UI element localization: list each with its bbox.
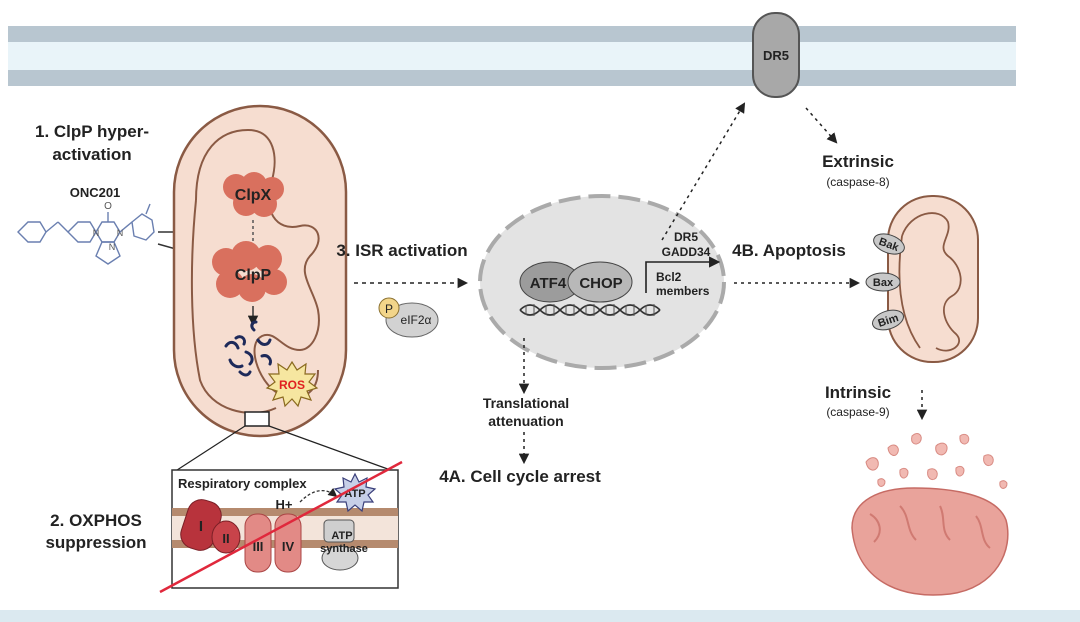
ros-label: ROS bbox=[279, 378, 305, 392]
intrinsic-title: Intrinsic bbox=[825, 383, 891, 402]
degraded-protein-fragments bbox=[224, 320, 272, 377]
ros-burst: ROS bbox=[265, 360, 319, 408]
drug-name: ONC201 bbox=[70, 185, 121, 200]
complex-iii bbox=[244, 513, 272, 573]
drug-atom-n3: N bbox=[109, 242, 116, 252]
chop-protein bbox=[567, 261, 633, 303]
step4a-title: 4A. Cell cycle arrest bbox=[439, 467, 601, 486]
bax-label: Bax bbox=[873, 277, 894, 289]
eif2a-protein: P eIF2α bbox=[378, 297, 439, 338]
clpp-label: ClpP bbox=[235, 267, 272, 284]
complex-ii bbox=[211, 520, 241, 554]
atf4-label: ATF4 bbox=[530, 275, 567, 292]
fragmented-mitochondrion bbox=[851, 433, 1009, 596]
zoom-indicator bbox=[244, 411, 270, 427]
clpx-label: ClpX bbox=[235, 187, 272, 204]
intrinsic-sub: (caspase-9) bbox=[826, 405, 889, 419]
extrinsic-title: Extrinsic bbox=[822, 152, 894, 171]
dr5-label: DR5 bbox=[763, 48, 789, 63]
clpx-complex: ClpX bbox=[223, 172, 284, 217]
respiratory-complex-title: Respiratory complex bbox=[178, 476, 307, 491]
cell-membrane bbox=[8, 26, 1016, 86]
chop-label: CHOP bbox=[579, 275, 622, 292]
bcl2-protein-bak: Bak bbox=[873, 233, 905, 255]
proton-flow-arrow bbox=[299, 487, 338, 503]
dna-rungs bbox=[525, 304, 655, 316]
dr5-upregulation-arrow bbox=[661, 102, 746, 241]
extrinsic-sub: (caspase-8) bbox=[826, 175, 889, 189]
target-bcl2-members: members bbox=[656, 284, 710, 298]
step2-title-line2: suppression bbox=[45, 533, 146, 552]
step4b-title: 4B. Apoptosis bbox=[732, 241, 846, 260]
bcl2-protein-bax: Bax bbox=[865, 272, 901, 292]
apoptotic-mitochondrion bbox=[887, 195, 979, 363]
atp-label: ATP bbox=[344, 488, 365, 500]
phospho-label: P bbox=[385, 302, 393, 316]
target-bcl2: Bcl2 bbox=[656, 270, 682, 284]
oxphos-panel: Respiratory complex I II III IV H+ ATP s… bbox=[159, 460, 403, 594]
complex-iv bbox=[274, 513, 302, 573]
translational-line2: attenuation bbox=[488, 413, 563, 429]
extrinsic-arrow bbox=[805, 107, 838, 144]
atp-synthase-label-line2: synthase bbox=[320, 543, 368, 555]
zoom-line-left bbox=[173, 425, 246, 473]
zoom-line-right bbox=[268, 425, 397, 473]
translational-line1: Translational bbox=[483, 395, 569, 411]
drug-atom-n1: N bbox=[93, 228, 100, 238]
target-gadd34: GADD34 bbox=[662, 245, 711, 259]
step1-title-line2: activation bbox=[52, 145, 131, 164]
complex-iii-label: III bbox=[253, 539, 264, 554]
step2-title-line1: 2. OXPHOS bbox=[50, 511, 142, 530]
atp-synthase bbox=[323, 519, 355, 543]
clpp-complex: ClpP bbox=[212, 241, 287, 302]
drug-atom-o: O bbox=[104, 201, 112, 212]
bcl2-protein-bim: Bim bbox=[872, 309, 904, 331]
complex-i-label: I bbox=[199, 518, 203, 535]
proton-label: H+ bbox=[276, 497, 293, 512]
eif2a-label: eIF2α bbox=[401, 313, 432, 327]
target-genes-arrow bbox=[645, 256, 721, 293]
drug-atom-n2: N bbox=[117, 228, 124, 238]
dna-helix bbox=[519, 304, 661, 316]
step3-title: 3. ISR activation bbox=[336, 241, 467, 260]
nucleus: ATF4 CHOP DR5 GADD34 Bcl2 members bbox=[478, 194, 726, 370]
step1-title-line1: 1. ClpP hyper- bbox=[35, 122, 149, 141]
target-dr5: DR5 bbox=[674, 230, 698, 244]
complex-iv-label: IV bbox=[282, 539, 295, 554]
onc201-structure-icon bbox=[17, 203, 155, 265]
dr5-receptor: DR5 bbox=[752, 12, 800, 98]
suppression-cross-line bbox=[159, 460, 403, 594]
atp-synthase-label-line1: ATP bbox=[331, 530, 352, 542]
complex-ii-label: II bbox=[222, 531, 229, 546]
